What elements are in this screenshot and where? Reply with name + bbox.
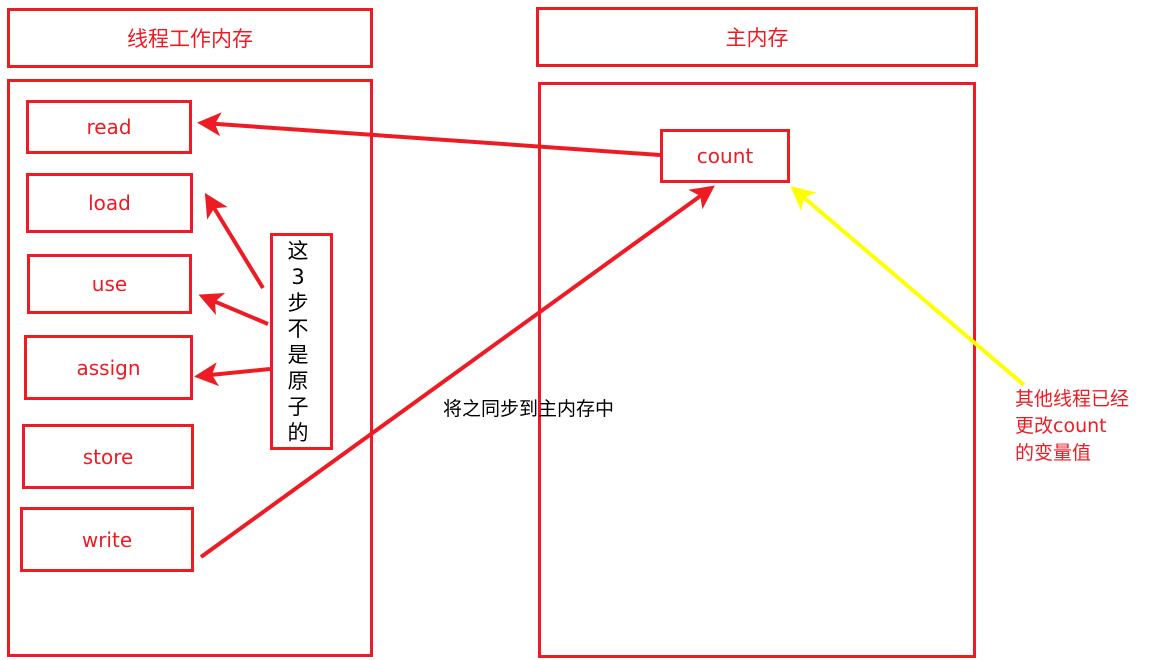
other-thread-note-line-3: 的变量值: [1015, 442, 1092, 464]
other-thread-note-line-1: 其他线程已经: [1015, 388, 1130, 410]
thread-working-memory-header: 线程工作内存: [7, 8, 373, 68]
sync-to-main-memory-label: 将之同步到主内存中: [443, 398, 615, 420]
op-assign-label: assign: [76, 355, 141, 380]
other-thread-note-line-2: 更改count: [1015, 415, 1107, 437]
op-read-label: read: [86, 115, 132, 139]
non-atomic-note-box: 这 3 步 不 是 原 子 的: [270, 233, 333, 450]
op-use-label: use: [91, 272, 128, 296]
main-memory-header: 主内存: [536, 7, 978, 67]
op-write-box: write: [20, 507, 194, 572]
count-variable-box: count: [660, 129, 790, 183]
op-use-box: use: [27, 254, 192, 314]
op-load-label: load: [88, 191, 131, 215]
op-write-label: write: [81, 527, 133, 552]
op-store-box: store: [22, 424, 194, 489]
op-assign-box: assign: [24, 335, 193, 400]
count-variable-label: count: [696, 144, 754, 168]
op-load-box: load: [26, 173, 193, 233]
main-memory-title: 主内存: [725, 26, 789, 50]
other-thread-note: 其他线程已经 更改count 的变量值: [1015, 386, 1129, 467]
thread-working-memory-title: 线程工作内存: [127, 27, 253, 51]
op-read-box: read: [26, 100, 192, 154]
op-store-label: store: [82, 444, 134, 469]
non-atomic-note-text: 这 3 步 不 是 原 子 的: [287, 239, 309, 445]
